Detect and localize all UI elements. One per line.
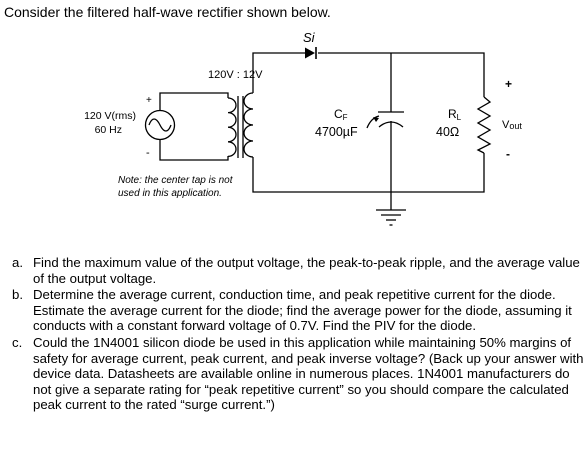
- question-marker: a.: [12, 255, 23, 270]
- transformer-secondary-coil: [243, 92, 254, 158]
- resistor-name-label: RL: [448, 107, 462, 122]
- question-marker: b.: [12, 287, 23, 303]
- question-text: Determine the average current, conductio…: [33, 287, 572, 334]
- intro-text: Consider the filtered half-wave rectifie…: [4, 4, 331, 20]
- circuit-wires: [144, 52, 492, 226]
- diode-symbol: [305, 47, 315, 59]
- resistor-zigzag: [476, 96, 492, 154]
- question-marker: c.: [12, 334, 23, 350]
- resistor-value-label: 40Ω: [436, 125, 459, 139]
- capacitor-value-label: 4700µF: [315, 125, 358, 139]
- diode-label: Si: [303, 30, 316, 45]
- question-list: a. Find the maximum value of the output …: [12, 255, 586, 414]
- source-frequency-label: 60 Hz: [95, 124, 122, 136]
- question-text: Could the 1N4001 silicon diode be used i…: [33, 334, 584, 413]
- output-plus: +: [505, 77, 512, 91]
- capacitor-name-label: CF: [334, 107, 348, 122]
- output-minus: -: [506, 147, 510, 161]
- source-voltage-label: 120 V(rms): [84, 110, 136, 122]
- circuit-diagram: Si 120V : 12V 120 V(rms) 60 Hz + - CF 47…: [84, 30, 522, 226]
- question-text: Find the maximum value of the output vol…: [33, 255, 580, 286]
- transformer-ratio-label: 120V : 12V: [208, 69, 263, 81]
- question-a: a. Find the maximum value of the output …: [12, 255, 586, 286]
- ac-sine-wave: [148, 118, 172, 132]
- source-minus: -: [146, 147, 150, 159]
- note-line-2: used in this application.: [118, 188, 222, 199]
- note-line-1: Note: the center tap is not: [118, 175, 234, 186]
- transformer-primary-coil: [227, 97, 237, 158]
- vout-label: Vout: [502, 119, 522, 131]
- question-b: b. Determine the average current, conduc…: [12, 287, 586, 334]
- question-c: c. Could the 1N4001 silicon diode be use…: [12, 335, 586, 413]
- source-plus: +: [146, 95, 152, 106]
